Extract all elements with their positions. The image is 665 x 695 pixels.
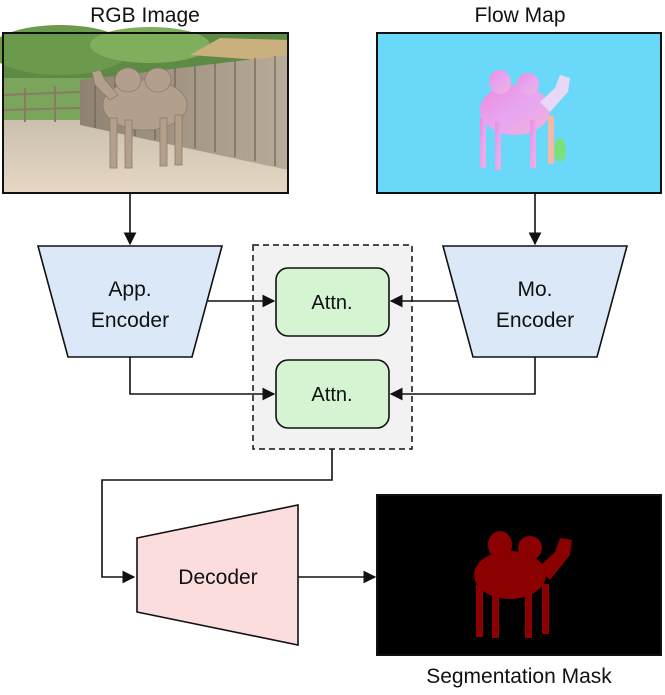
app-encoder-line2: Encoder — [91, 309, 169, 332]
decoder-shape — [136, 504, 299, 646]
attention-block-top-shape — [275, 267, 390, 337]
attention-block-top: Attn. — [275, 267, 390, 337]
arrow-fusion-to-decoder — [101, 449, 333, 584]
mo-encoder-shape — [441, 245, 629, 358]
arrow-app-to-attn-bottom — [129, 357, 276, 401]
mo-encoder-line2: Encoder — [496, 309, 574, 332]
rgb-image-label: RGB Image — [90, 4, 200, 27]
segmentation-mask — [376, 494, 662, 656]
mo-encoder-line1: Mo. — [517, 278, 552, 301]
mo-encoder: Mo. Encoder — [441, 245, 629, 358]
decoder: Decoder — [136, 504, 299, 646]
app-encoder-line1: App. — [108, 278, 151, 301]
attention-block-bottom: Attn. — [275, 359, 390, 429]
app-encoder: App. Encoder — [36, 245, 224, 358]
app-encoder-shape — [36, 245, 224, 358]
flow-map — [376, 32, 662, 194]
attention-block-top-label: Attn. — [311, 292, 352, 314]
flow-map-label: Flow Map — [474, 4, 565, 27]
rgb-image — [0, 25, 289, 194]
attention-block-bottom-label: Attn. — [311, 384, 352, 406]
attention-block-bottom-shape — [275, 359, 390, 429]
arrow-mo-to-attn-bottom — [389, 357, 536, 401]
segmentation-mask-label: Segmentation Mask — [426, 665, 612, 688]
decoder-label: Decoder — [178, 566, 257, 589]
